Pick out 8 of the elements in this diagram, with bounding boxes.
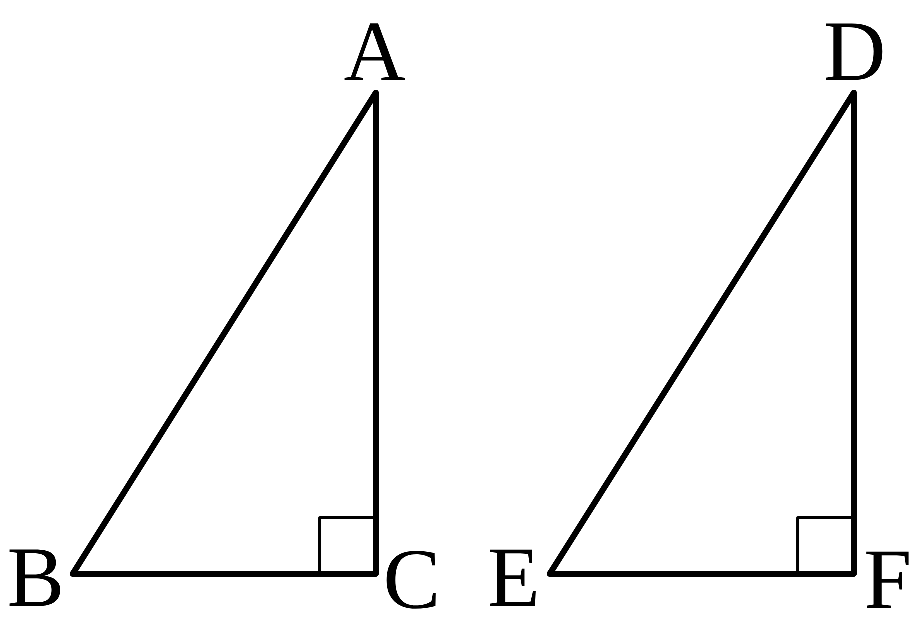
triangle-side [70,571,379,577]
vertex-label: A [344,24,406,80]
vertex-label: B [10,550,60,606]
vertex-label: D [826,24,883,80]
vertex-label: E [490,550,536,606]
vertex-label: F [866,552,909,608]
vertex-label: C [386,551,436,609]
triangle-side [547,571,857,577]
